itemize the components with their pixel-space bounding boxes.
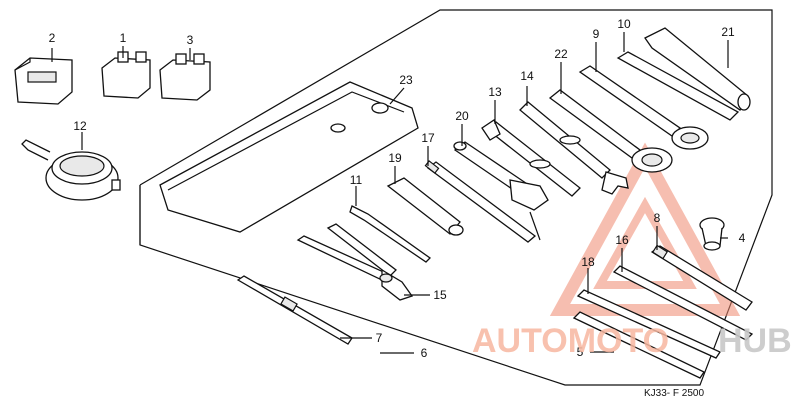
part-socket-wrench xyxy=(453,141,549,241)
part-fuse-holder-3 xyxy=(159,53,211,101)
drawing-code: KJ33- F 2500 xyxy=(644,388,704,399)
callout-labels: 2 1 3 12 23 21 10 9 22 14 13 20 17 19 11… xyxy=(49,17,746,360)
callout-16: 16 xyxy=(615,233,629,247)
watermark-text: AUTOMOTO HUB xyxy=(472,322,792,360)
callout-12: 12 xyxy=(73,119,87,133)
callout-23: 23 xyxy=(399,73,413,87)
part-screwdriver-5 xyxy=(572,311,705,379)
callout-14: 14 xyxy=(520,69,534,83)
part-tire-gauge xyxy=(21,139,121,201)
callout-21: 21 xyxy=(721,25,735,39)
callout-3: 3 xyxy=(187,33,194,47)
part-relay xyxy=(14,57,73,105)
callout-20: 20 xyxy=(455,109,469,123)
part-wrench-9 xyxy=(578,65,709,150)
part-wrench-13 xyxy=(481,119,581,197)
callout-22: 22 xyxy=(554,47,568,61)
part-pliers xyxy=(296,223,414,301)
part-tool-bag xyxy=(159,81,419,233)
part-fuse-holder-1 xyxy=(101,51,151,99)
part-wrench-22 xyxy=(548,89,673,173)
callout-6: 6 xyxy=(421,346,428,360)
callout-4: 4 xyxy=(739,231,746,245)
part-wrench-10 xyxy=(616,51,740,121)
callout-19: 19 xyxy=(388,151,402,165)
part-screwdriver-shaft xyxy=(424,160,537,243)
callout-9: 9 xyxy=(593,27,600,41)
part-wrench-14 xyxy=(519,101,629,195)
callout-7: 7 xyxy=(376,331,383,345)
leader-lines xyxy=(51,32,729,354)
part-sleeve xyxy=(644,27,751,111)
part-screwdriver-handle xyxy=(386,177,464,236)
callout-8: 8 xyxy=(654,211,661,225)
callout-15: 15 xyxy=(433,288,447,302)
callout-18: 18 xyxy=(581,255,595,269)
part-hex-key xyxy=(349,205,432,263)
watermark-part2: HUB xyxy=(718,322,792,360)
part-cap xyxy=(699,217,725,251)
callout-5: 5 xyxy=(577,345,584,359)
part-screwdriver-7 xyxy=(236,275,353,345)
callout-17: 17 xyxy=(421,131,435,145)
callout-11: 11 xyxy=(350,173,363,187)
kit-outline xyxy=(139,9,773,386)
callout-1: 1 xyxy=(120,31,127,45)
callout-10: 10 xyxy=(617,17,631,31)
callout-13: 13 xyxy=(488,85,502,99)
part-extension-bar xyxy=(650,244,753,311)
watermark-part1: AUTOMOTO xyxy=(472,322,669,360)
part-screwdriver-18 xyxy=(576,289,721,359)
part-rod xyxy=(612,265,754,341)
callout-2: 2 xyxy=(49,31,56,45)
